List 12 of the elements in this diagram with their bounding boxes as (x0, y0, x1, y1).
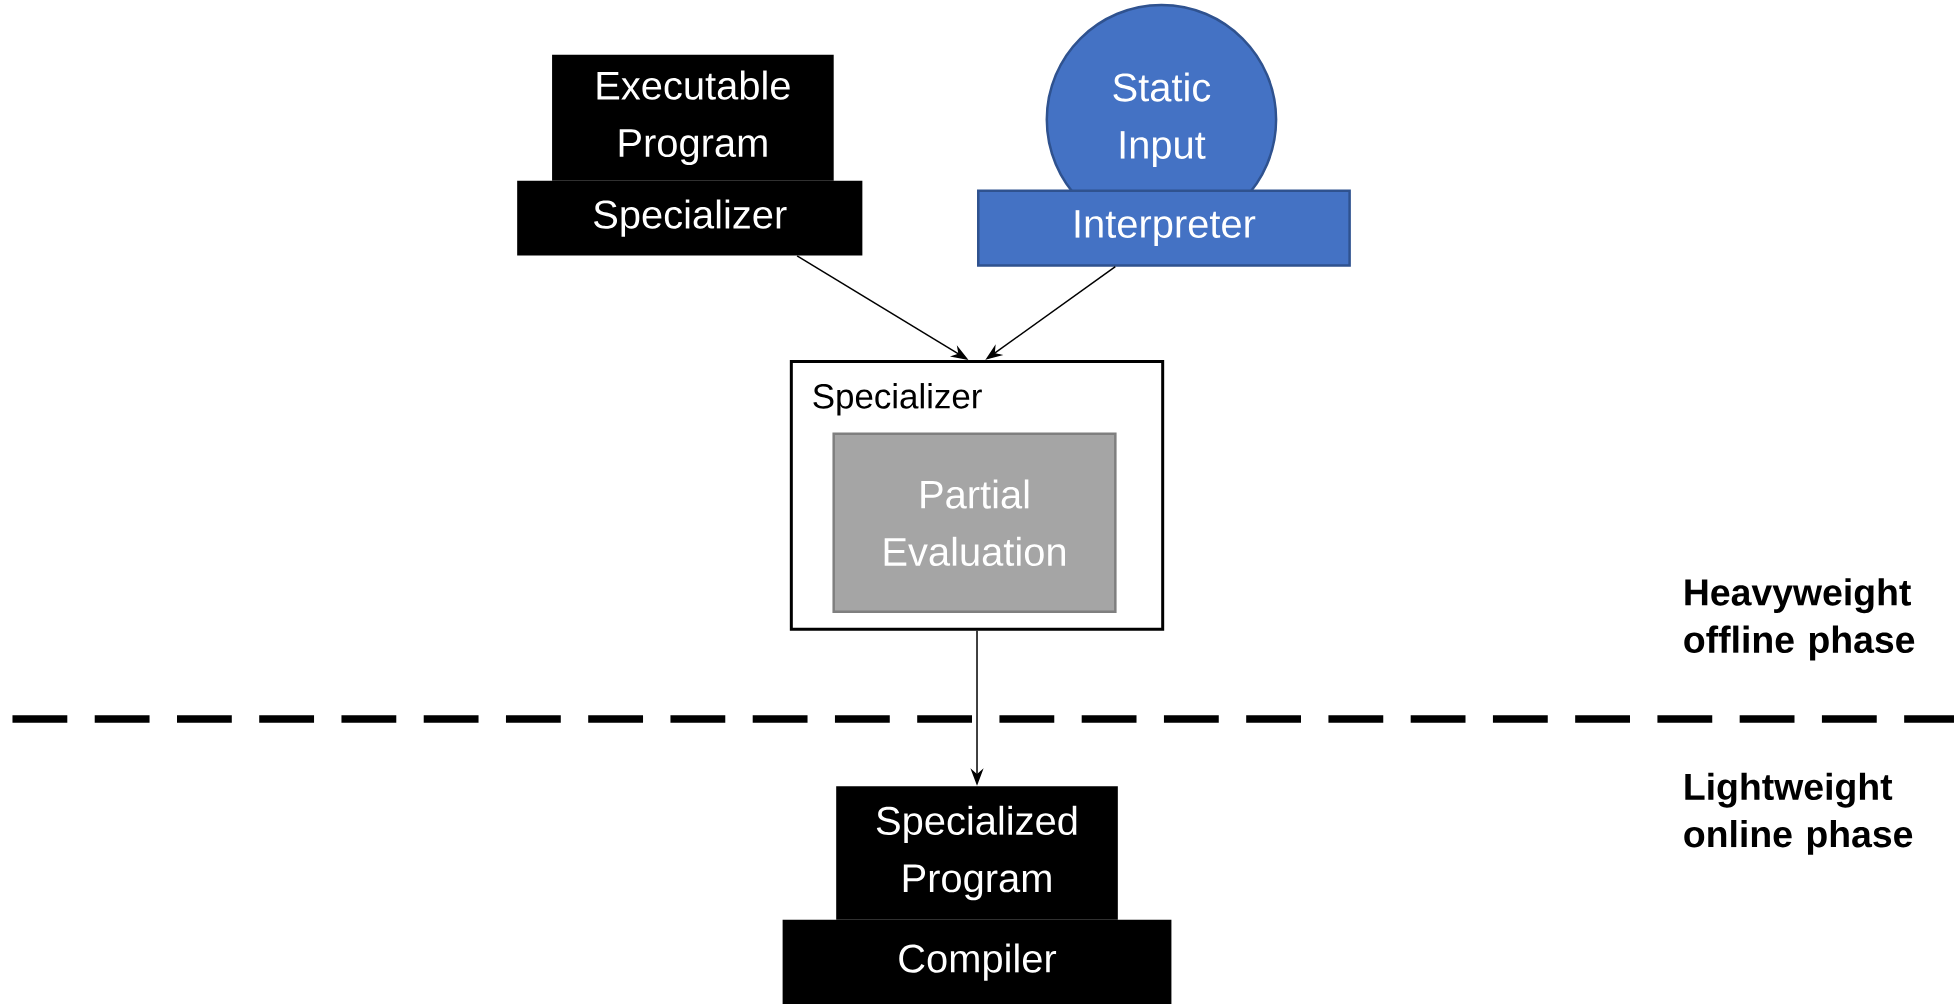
program-box: Specialized Program (836, 786, 1118, 920)
interpreter-bar: Interpreter (977, 189, 1351, 267)
node-label: Specializer (594, 199, 787, 237)
phase-label: Lightweight online phase (1684, 772, 1913, 855)
node-label: Compiler (899, 943, 1057, 981)
program-box: Compiler (782, 919, 1172, 1004)
evaluation-box: Partial Evaluation (832, 432, 1117, 613)
program-box: Specializer (517, 180, 863, 256)
node-label: Specialized Program (876, 805, 1077, 901)
node-label: Executable Program (597, 70, 790, 165)
phase-label: Heavyweight offline phase (1684, 578, 1915, 661)
program-box: Executable Program (552, 54, 834, 181)
